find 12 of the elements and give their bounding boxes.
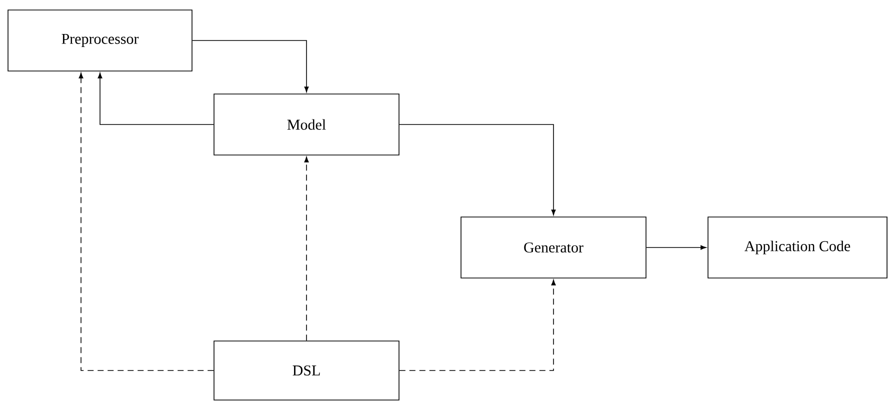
arrow: [98, 72, 214, 125]
process-box: Application Code: [708, 216, 888, 278]
arrow: [304, 156, 309, 341]
process-box: Model: [214, 94, 400, 156]
process-box: DSL: [214, 340, 400, 400]
arrow: [399, 280, 556, 371]
process-box: Preprocessor: [8, 10, 192, 72]
arrow: [192, 40, 309, 92]
arrow: [399, 124, 556, 216]
process-box: Generator: [460, 216, 646, 278]
arrow: [78, 72, 214, 371]
arrow: [646, 245, 706, 250]
